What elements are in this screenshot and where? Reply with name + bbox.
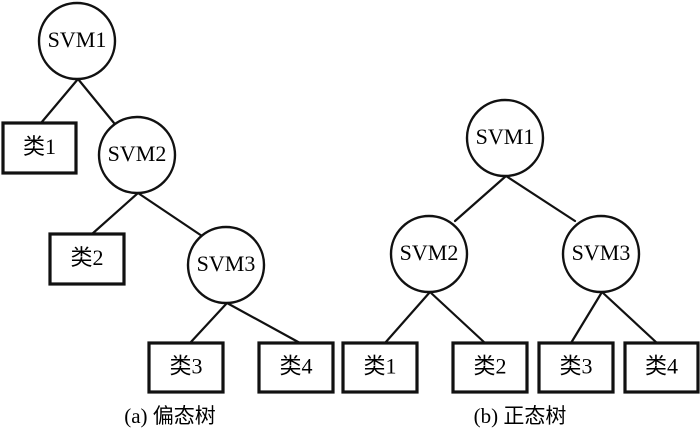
svm-node[interactable]: SVM1: [465, 98, 545, 178]
class-leaf-box[interactable]: [341, 341, 419, 394]
svm-node-circle[interactable]: [465, 98, 545, 178]
tree-edge: [600, 290, 659, 345]
svm-node-label: SVM2: [400, 240, 459, 265]
tree-edge: [136, 191, 204, 238]
class-leaf-node[interactable]: 类4: [257, 341, 335, 394]
edges-layer: [39, 77, 659, 345]
tree-edge: [383, 290, 432, 345]
svm-node-circle[interactable]: [37, 1, 117, 81]
class-leaf-label: 类2: [70, 245, 103, 270]
class-leaf-node[interactable]: 类1: [341, 341, 419, 394]
class-leaf-box[interactable]: [147, 341, 225, 394]
svm-node[interactable]: SVM3: [186, 225, 266, 305]
tree-edge: [569, 290, 604, 345]
svm-node[interactable]: SVM2: [389, 214, 469, 294]
class-leaf-node[interactable]: 类1: [1, 121, 78, 175]
class-leaf-box[interactable]: [451, 341, 529, 394]
svm-node-label: SVM1: [48, 27, 107, 52]
svm-node[interactable]: SVM3: [561, 214, 641, 294]
tree-edge: [453, 174, 508, 223]
tree-edge: [188, 301, 229, 345]
class-leaf-label: 类3: [559, 354, 592, 379]
class-leaf-label: 类1: [23, 134, 56, 159]
panel-caption: (a) 偏态树: [124, 404, 216, 428]
tree-edge: [428, 290, 487, 345]
tree-edge: [39, 77, 80, 125]
class-leaf-box[interactable]: [537, 341, 615, 394]
svm-node-circle[interactable]: [561, 214, 641, 294]
class-leaf-label: 类1: [363, 354, 396, 379]
svm-node-label: SVM3: [572, 240, 631, 265]
panel-caption: (b) 正态树: [474, 404, 567, 428]
class-leaf-node[interactable]: 类3: [147, 341, 225, 394]
class-leaf-box[interactable]: [1, 121, 78, 175]
class-leaf-node[interactable]: 类4: [623, 341, 700, 394]
class-leaf-node[interactable]: 类2: [451, 341, 529, 394]
class-leaf-node[interactable]: 类2: [48, 232, 126, 286]
class-leaf-label: 类4: [645, 354, 678, 379]
class-leaf-box[interactable]: [623, 341, 700, 394]
tree-edge: [225, 301, 302, 345]
svm-node[interactable]: SVM2: [97, 115, 177, 195]
svm-node[interactable]: SVM1: [37, 1, 117, 81]
svm-node-label: SVM1: [476, 124, 535, 149]
captions-layer: (a) 偏态树 (b) 正态树: [124, 404, 566, 428]
class-leaf-label: 类2: [473, 354, 506, 379]
svm-node-circle[interactable]: [389, 214, 469, 294]
tree-edge: [76, 77, 116, 125]
tree-edge: [90, 191, 140, 236]
class-leaf-box[interactable]: [257, 341, 335, 394]
class-leaf-label: 类3: [169, 354, 202, 379]
svm-node-circle[interactable]: [97, 115, 177, 195]
svm-node-label: SVM3: [197, 251, 256, 276]
svm-node-label: SVM2: [108, 141, 167, 166]
class-leaf-label: 类4: [279, 354, 312, 379]
class-leaf-box[interactable]: [48, 232, 126, 286]
class-leaf-node[interactable]: 类3: [537, 341, 615, 394]
svm-node-circle[interactable]: [186, 225, 266, 305]
tree-edge: [504, 174, 577, 223]
